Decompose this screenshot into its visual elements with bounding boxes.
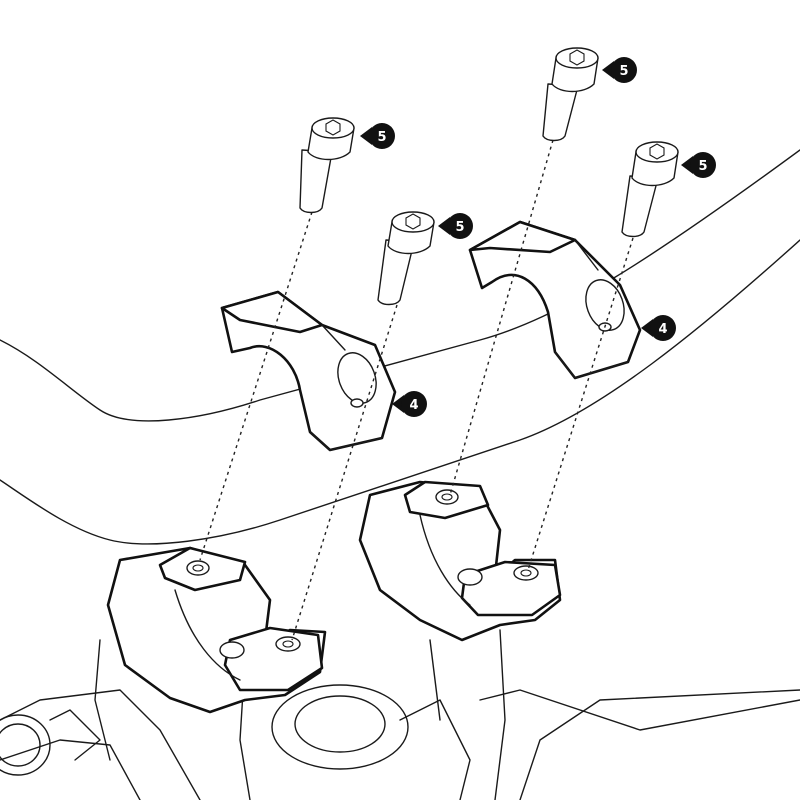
callout-label: 5 bbox=[377, 130, 386, 145]
screw-3 bbox=[542, 47, 599, 142]
lower-riser-right bbox=[358, 480, 562, 642]
upper-clamp-right bbox=[468, 220, 642, 380]
screw-1 bbox=[299, 117, 355, 214]
lower-riser-left bbox=[106, 546, 327, 714]
callout-label: 4 bbox=[409, 398, 418, 413]
callout-clamp-right: 4 bbox=[641, 315, 676, 341]
callout-clamp-left: 4 bbox=[392, 391, 427, 417]
callout-label: 5 bbox=[698, 159, 707, 174]
callout-label: 4 bbox=[658, 322, 667, 337]
callout-screw-3: 5 bbox=[602, 57, 637, 83]
callout-screw-2: 5 bbox=[438, 213, 473, 239]
assembly-guide-lines bbox=[199, 139, 634, 641]
callout-label: 5 bbox=[455, 220, 464, 235]
callout-screw-4: 5 bbox=[681, 152, 716, 178]
handlebar bbox=[0, 149, 800, 545]
screw-2 bbox=[377, 211, 435, 306]
upper-clamp-left bbox=[220, 290, 397, 452]
screw-4 bbox=[621, 141, 679, 238]
callout-label: 5 bbox=[619, 64, 628, 79]
motorcycle-frame bbox=[0, 629, 800, 800]
callout-screw-1: 5 bbox=[360, 123, 395, 149]
